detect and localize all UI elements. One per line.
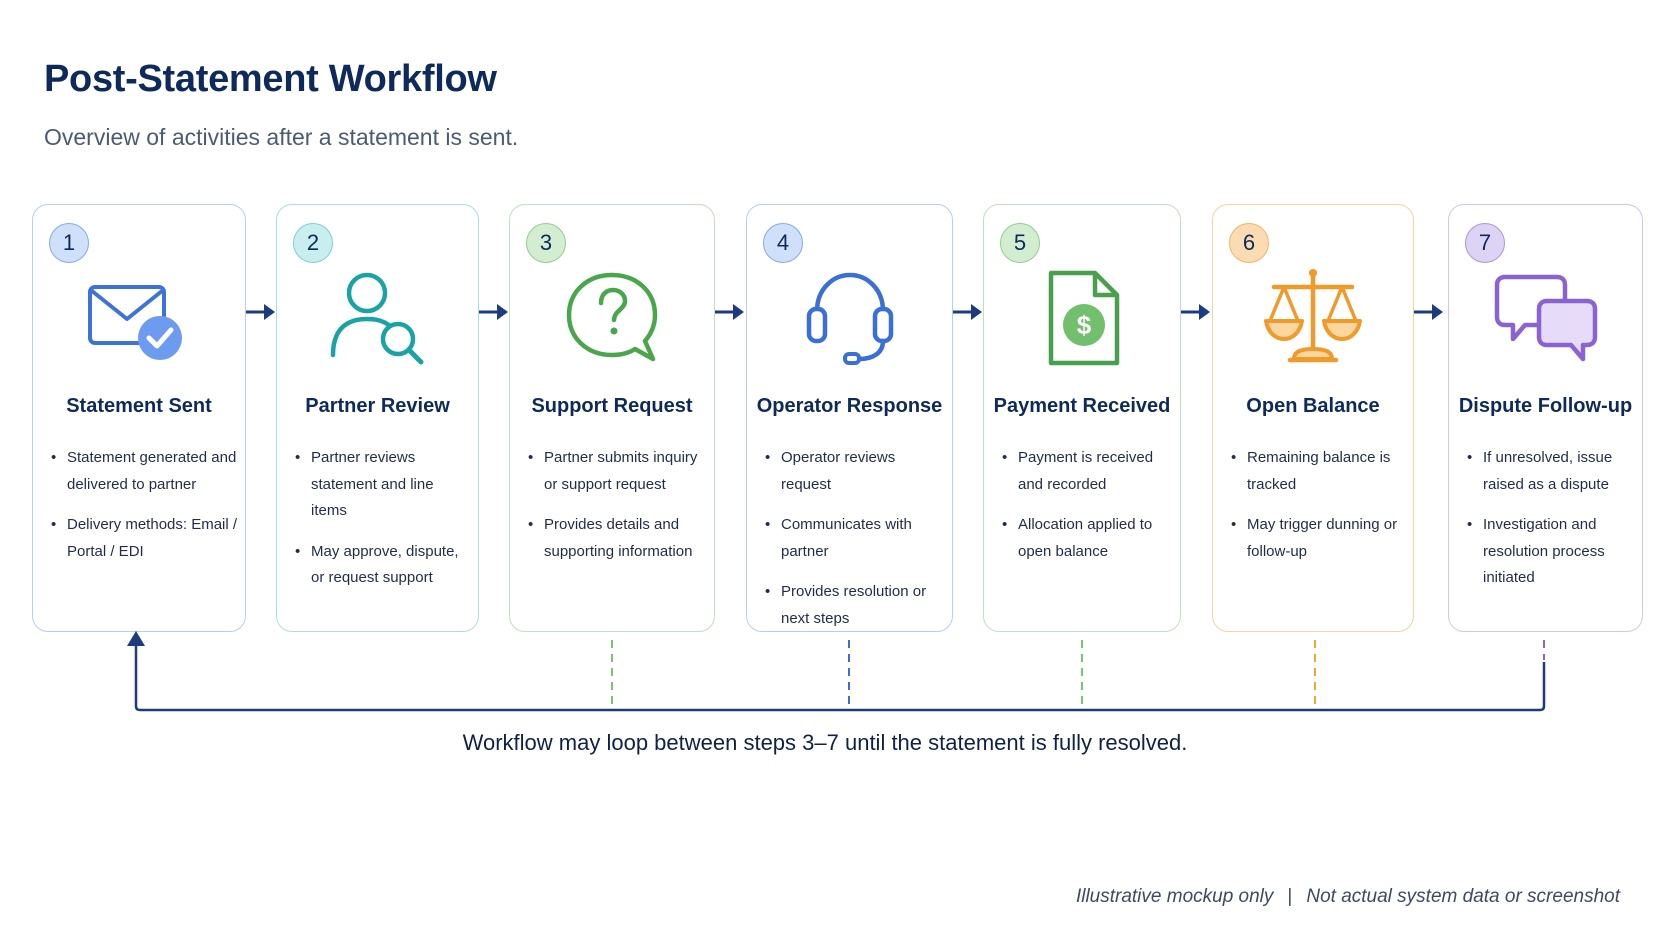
step-bullet: Delivery methods: Email / Portal / EDI bbox=[51, 512, 239, 565]
step-bullet: Remaining balance is tracked bbox=[1231, 445, 1407, 498]
arrow-right-icon bbox=[479, 304, 508, 320]
step-bullet: Payment is received and recorded bbox=[1002, 445, 1174, 498]
step-badge-4: 4 bbox=[763, 223, 803, 263]
step-bullet: May trigger dunning or follow-up bbox=[1231, 512, 1407, 565]
step-bullets-5: Payment is received and recorded Allocat… bbox=[1002, 445, 1174, 579]
step-card-2: 2 Partner Review Partner reviews stateme… bbox=[276, 204, 479, 632]
footnote: Illustrative mockup only | Not actual syst… bbox=[1076, 886, 1620, 908]
headset-icon bbox=[806, 272, 893, 365]
dollar-document-icon: $ bbox=[1048, 270, 1120, 366]
step-bullet: Communicates with partner bbox=[765, 512, 946, 565]
step-title-6: Open Balance bbox=[1246, 395, 1380, 417]
footnote-right: Not actual system data or screenshot bbox=[1306, 886, 1620, 907]
step-badge-3: 3 bbox=[526, 223, 566, 263]
step-card-1: 1 Statement Sent Statement generated and… bbox=[32, 204, 246, 632]
step-bullets-1: Statement generated and delivered to par… bbox=[51, 445, 239, 579]
arrow-right-icon bbox=[1414, 304, 1443, 320]
step-bullet: Partner reviews statement and line items bbox=[295, 445, 472, 525]
step-badge-6: 6 bbox=[1229, 223, 1269, 263]
arrow-right-icon bbox=[246, 304, 275, 320]
step-bullets-7: If unresolved, issue raised as a dispute… bbox=[1467, 445, 1636, 606]
step-title-3: Support Request bbox=[531, 395, 693, 417]
step-card-6: 6 Open Balance Remaining balance is trac… bbox=[1212, 204, 1414, 632]
step-card-4: 4 Operator Response Operator reviews req… bbox=[746, 204, 953, 632]
step-badge-7: 7 bbox=[1465, 223, 1505, 263]
step-card-5: 5 $ Payment Received Payment is received… bbox=[983, 204, 1181, 632]
step-bullet: Allocation applied to open balance bbox=[1002, 512, 1174, 565]
step-card-7: 7 Dispute Follow-up If unresolved, issue… bbox=[1448, 204, 1643, 632]
loop-line bbox=[134, 644, 1546, 712]
step-title-1: Statement Sent bbox=[66, 395, 212, 417]
step-badge-1: 1 bbox=[49, 223, 89, 263]
arrow-right-icon bbox=[953, 304, 982, 320]
step-bullet: Investigation and resolution process ini… bbox=[1467, 512, 1636, 592]
arrow-right-icon bbox=[715, 304, 744, 320]
step-title-2: Partner Review bbox=[305, 395, 450, 417]
step-bullet: Statement generated and delivered to par… bbox=[51, 445, 239, 498]
question-bubble-icon bbox=[566, 272, 658, 362]
user-search-icon bbox=[330, 272, 423, 365]
step-bullets-4: Operator reviews request Communicates wi… bbox=[765, 445, 946, 646]
balance-scale-icon bbox=[1264, 269, 1362, 363]
page-subtitle: Overview of activities after a statement… bbox=[44, 124, 519, 150]
step-bullet: Partner submits inquiry or support reque… bbox=[528, 445, 708, 498]
loop-note: Workflow may loop between steps 3–7 unti… bbox=[462, 730, 1188, 755]
envelope-check-icon bbox=[88, 285, 182, 360]
step-bullet: Provides details and supporting informat… bbox=[528, 512, 708, 565]
loop-connector bbox=[127, 631, 1546, 712]
step-bullets-2: Partner reviews statement and line items… bbox=[295, 445, 472, 606]
step-title-7: Dispute Follow-up bbox=[1458, 395, 1633, 417]
step-bullet: If unresolved, issue raised as a dispute bbox=[1467, 445, 1636, 498]
step-card-3: 3 Support Request Partner submits inquir… bbox=[509, 204, 715, 632]
svg-text:$: $ bbox=[1077, 310, 1092, 340]
step-bullets-6: Remaining balance is tracked May trigger… bbox=[1231, 445, 1407, 579]
loop-arrowhead-icon bbox=[127, 631, 145, 646]
step-bullet: Operator reviews request bbox=[765, 445, 946, 498]
step-badge-2: 2 bbox=[293, 223, 333, 263]
page-title: Post-Statement Workflow bbox=[44, 58, 497, 100]
step-bullet: Provides resolution or next steps bbox=[765, 579, 946, 632]
footnote-left: Illustrative mockup only bbox=[1075, 886, 1274, 907]
step-badge-5: 5 bbox=[1000, 223, 1040, 263]
chat-bubbles-icon bbox=[1494, 274, 1597, 362]
step-title-5: Payment Received bbox=[993, 395, 1171, 417]
footnote-separator: | bbox=[1287, 886, 1293, 907]
arrow-right-icon bbox=[1181, 304, 1210, 320]
step-bullet: May approve, dispute, or request support bbox=[295, 539, 472, 592]
step-bullets-3: Partner submits inquiry or support reque… bbox=[528, 445, 708, 579]
step-title-4: Operator Response bbox=[756, 395, 943, 417]
